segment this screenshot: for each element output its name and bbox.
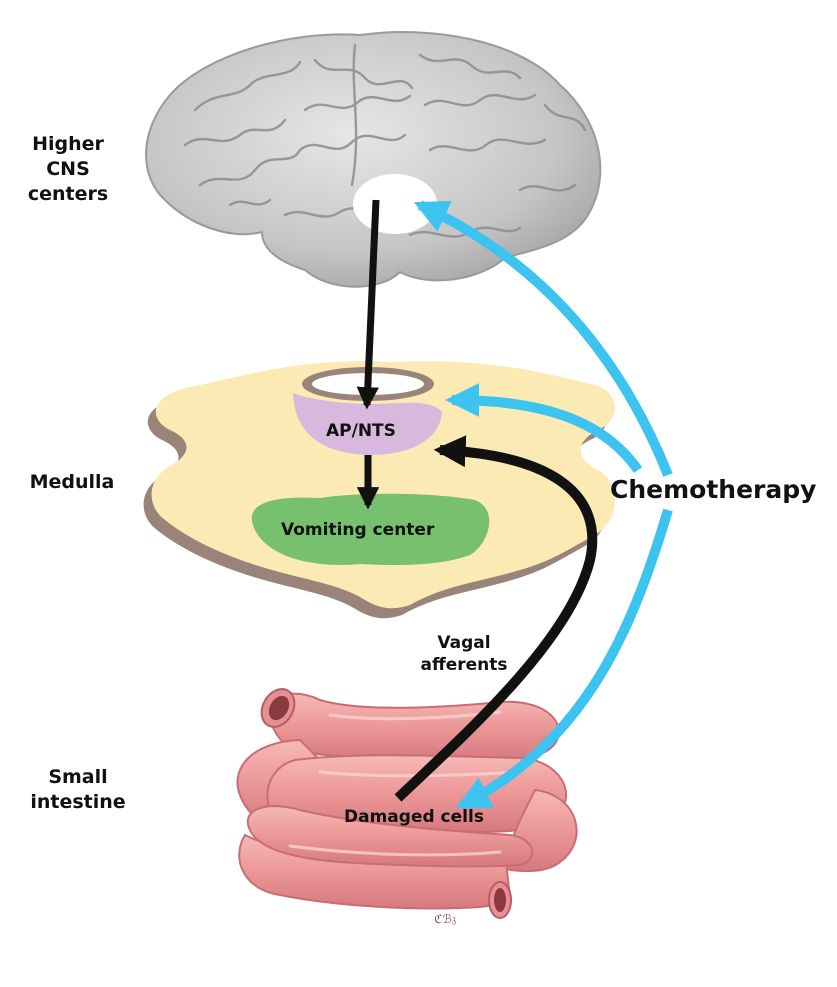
arrow-chemo-to-apnts xyxy=(445,383,643,473)
label-vomiting-center: Vomiting center xyxy=(281,520,435,540)
label-vagal-afferents: Vagal afferents xyxy=(420,633,508,675)
medulla-shape xyxy=(143,361,615,619)
arrow-vagal-afferents xyxy=(394,435,598,802)
label-higher-cns: Higher CNS centers xyxy=(27,133,109,205)
chemo-arrows xyxy=(413,200,673,810)
label-small-intestine: Small intestine xyxy=(30,766,126,813)
label-ap-nts: AP/NTS xyxy=(326,421,396,441)
label-damaged-cells: Damaged cells xyxy=(344,807,484,827)
neural-arrows xyxy=(356,199,598,802)
vomiting-center-region xyxy=(251,493,490,566)
arrow-cns-to-apnts xyxy=(356,199,380,410)
arrow-chemo-to-damaged-cells xyxy=(455,508,673,810)
label-medulla: Medulla xyxy=(29,471,115,493)
label-chemotherapy: Chemotherapy xyxy=(610,475,817,504)
artist-signature: ℭℬ𝔷 xyxy=(434,912,457,926)
intestine-icon xyxy=(236,688,578,919)
arrow-chemo-to-cns xyxy=(413,200,673,477)
brain-icon xyxy=(145,31,602,288)
ap-nts-region xyxy=(293,393,442,455)
